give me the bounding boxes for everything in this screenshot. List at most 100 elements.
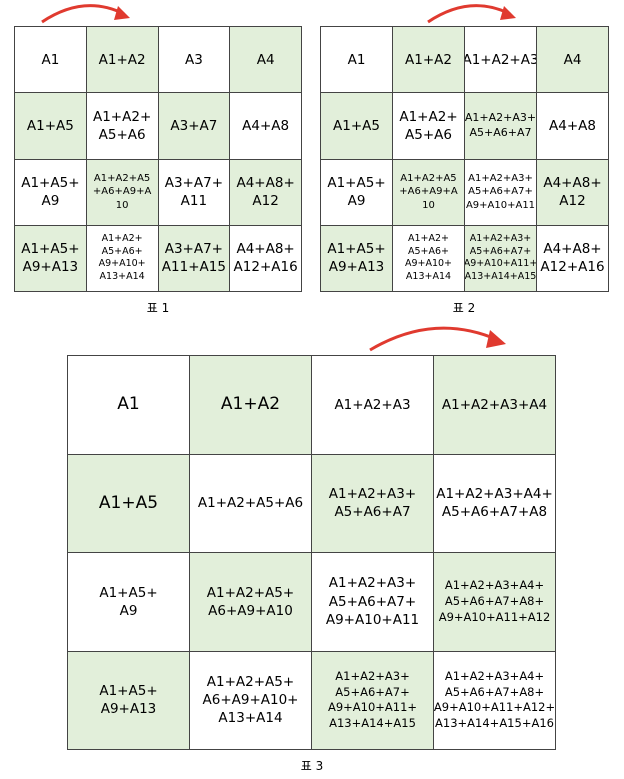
cell-text: A1+A2+A3 <box>334 396 411 413</box>
cell-text: A1+A2+A3+ A5+A6+A7 <box>465 111 537 139</box>
table-cell: A1+A2 <box>190 356 312 455</box>
curved-arrow-icon <box>369 326 506 352</box>
cell-text: A1+A2+A3+A4+ A5+A6+A7+A8 <box>436 486 553 521</box>
cell-text: A1+A2 <box>220 394 281 415</box>
table-cell: A1+A5+ A9+A13 <box>15 225 87 292</box>
cell-text: A1+A2+A3+ A5+A6+A7+ A9+A10+A11+ A13+A14+… <box>465 232 537 283</box>
cell-text: A1+A2+ A5+A6+ A9+A10+ A13+A14 <box>404 232 453 283</box>
cell-text: A1+A5+ A9+A13 <box>327 241 386 276</box>
cell-text: A3+A7+ A11 <box>164 174 224 210</box>
table-cell: A1+A2+ A5+A6 <box>393 93 465 160</box>
cell-text: A4+A8+ A12 <box>236 174 295 210</box>
table-cell: A1+A5+ A9+A13 <box>321 225 393 292</box>
table-cell: A1+A2+A5 +A6+A9+A 10 <box>86 159 159 226</box>
table-cell: A1 <box>15 27 87 94</box>
cell-text: A1+A2+A3+ A5+A6+A7 <box>328 486 417 521</box>
cell-text: A1+A5 <box>26 117 74 134</box>
table-cell: A1+A5+ A9 <box>68 553 190 652</box>
table-cell: A1+A2+A5+ A6+A9+A10 <box>190 553 312 652</box>
cell-text: A1+A2+A5+ A6+A9+A10+ A13+A14 <box>202 673 299 727</box>
cell-text: A1+A2+A3+A4 <box>441 396 548 413</box>
arrow-head <box>500 6 516 20</box>
cell-text: A1+A5 <box>333 117 380 134</box>
cell-text: A1 <box>117 394 140 415</box>
table-cell: A1+A5 <box>68 454 190 553</box>
arrow-curve <box>369 326 499 352</box>
table-cell: A3+A7 <box>158 93 231 160</box>
arrow-curve <box>41 4 125 24</box>
table-cell: A1+A2+A3+ A5+A6+A7 <box>312 454 434 553</box>
cell-text: A1+A5+ A9+A13 <box>21 241 80 276</box>
cell-text: A1+A2 <box>405 51 452 68</box>
table-cell: A1+A2+A5+ A6+A9+A10+ A13+A14 <box>190 651 312 750</box>
table-cell: A1+A5+ A9 <box>15 159 87 226</box>
table-cell: A4 <box>230 27 302 94</box>
table-cell: A4+A8+ A12+A16 <box>230 225 302 292</box>
cell-text: A3+A7 <box>170 117 218 134</box>
cell-text: A1 <box>347 51 366 68</box>
cell-text: A1+A2+A5+ A6+A9+A10 <box>206 584 295 619</box>
table-cell: A1+A2+A3+A4 <box>434 356 556 455</box>
table-cell: A1+A2+A3+ A5+A6+A7 <box>465 93 537 160</box>
table-cell: A1+A2 <box>393 27 465 94</box>
cell-text: A1+A5+ A9+A13 <box>99 683 158 718</box>
table-cell: A1+A2+ A5+A6 <box>86 93 159 160</box>
table-2-caption: 표 2 <box>452 301 476 315</box>
table-cell: A3+A7+ A11+A15 <box>158 225 231 292</box>
table-cell: A4+A8 <box>537 93 609 160</box>
arrow-curve <box>427 4 511 24</box>
cell-text: A1+A2+A3+A4+ A5+A6+A7+A8+ A9+A10+A11+A12… <box>434 669 556 730</box>
table-1-caption: 표 1 <box>146 301 170 315</box>
cell-text: A1 <box>41 51 60 68</box>
table-cell: A1 <box>68 356 190 455</box>
cell-text: A1+A2+A3+ A5+A6+A7+ A9+A10+A11 <box>325 575 420 628</box>
table-cell: A1+A2+A3+A4+ A5+A6+A7+A8+ A9+A10+A11+A12… <box>434 651 556 750</box>
table-cell: A4+A8+ A12 <box>230 159 302 226</box>
table-cell: A1+A2+A3+ A5+A6+A7+ A9+A10+A11 <box>465 159 537 226</box>
cell-text: A1+A5+ A9 <box>21 174 80 210</box>
arrow-head <box>486 330 506 348</box>
table-cell: A3+A7+ A11 <box>158 159 231 226</box>
cell-text: A3+A7+ A11+A15 <box>161 241 226 276</box>
table-cell: A1+A2+A5+A6 <box>190 454 312 553</box>
cell-text: A4+A8 <box>549 117 596 134</box>
cell-text: A1+A2+A3+ A5+A6+A7+ A9+A10+A11+ A13+A14+… <box>327 669 418 730</box>
table-cell: A4+A8+ A12 <box>537 159 609 226</box>
cell-text: A4 <box>256 51 275 68</box>
cell-text: A1+A2+A3 <box>465 51 537 68</box>
cell-text: A1+A2+ A5+A6+ A9+A10+ A13+A14 <box>98 232 146 283</box>
cell-text: A4+A8+ A12+A16 <box>233 241 298 276</box>
cell-text: A4+A8+ A12 <box>543 174 602 210</box>
table-cell: A1+A5 <box>321 93 393 160</box>
cell-text: A4+A8 <box>242 117 290 134</box>
table-cell: A1+A2+A5 +A6+A9+A 10 <box>393 159 465 226</box>
cell-text: A4+A8+ A12+A16 <box>540 241 605 276</box>
table-cell: A4 <box>537 27 609 94</box>
cell-text: A3 <box>184 51 203 68</box>
table-cell: A1+A2+A3+A4+ A5+A6+A7+A8+ A9+A10+A11+A12 <box>434 553 556 652</box>
table-cell: A3 <box>158 27 231 94</box>
cell-text: A4 <box>563 51 582 68</box>
curved-arrow-icon <box>427 4 516 24</box>
table-cell: A1+A5 <box>15 93 87 160</box>
cell-text: A1+A5+ A9 <box>99 584 158 619</box>
table-cell: A4+A8+ A12+A16 <box>537 225 609 292</box>
curved-arrow-icon <box>41 4 130 24</box>
cell-text: A1+A2+A5 +A6+A9+A 10 <box>399 172 458 211</box>
table-cell: A1+A5+ A9+A13 <box>68 651 190 750</box>
cell-text: A1+A5 <box>98 492 159 513</box>
table-cell: A1+A2+A3+ A5+A6+A7+ A9+A10+A11 <box>312 553 434 652</box>
table-3-caption: 표 3 <box>300 759 324 773</box>
table-cell: A1+A2+A3+A4+ A5+A6+A7+A8 <box>434 454 556 553</box>
table-cell: A1+A2+ A5+A6+ A9+A10+ A13+A14 <box>86 225 159 292</box>
table-cell: A1+A2+A3 <box>465 27 537 94</box>
cell-text: A1+A2 <box>98 51 146 68</box>
table-cell: A1+A5+ A9 <box>321 159 393 226</box>
table-cell: A1 <box>321 27 393 94</box>
cell-text: A1+A2+A5 +A6+A9+A 10 <box>92 172 152 211</box>
cell-text: A1+A5+ A9 <box>327 174 386 210</box>
cell-text: A1+A2+ A5+A6 <box>399 108 458 143</box>
